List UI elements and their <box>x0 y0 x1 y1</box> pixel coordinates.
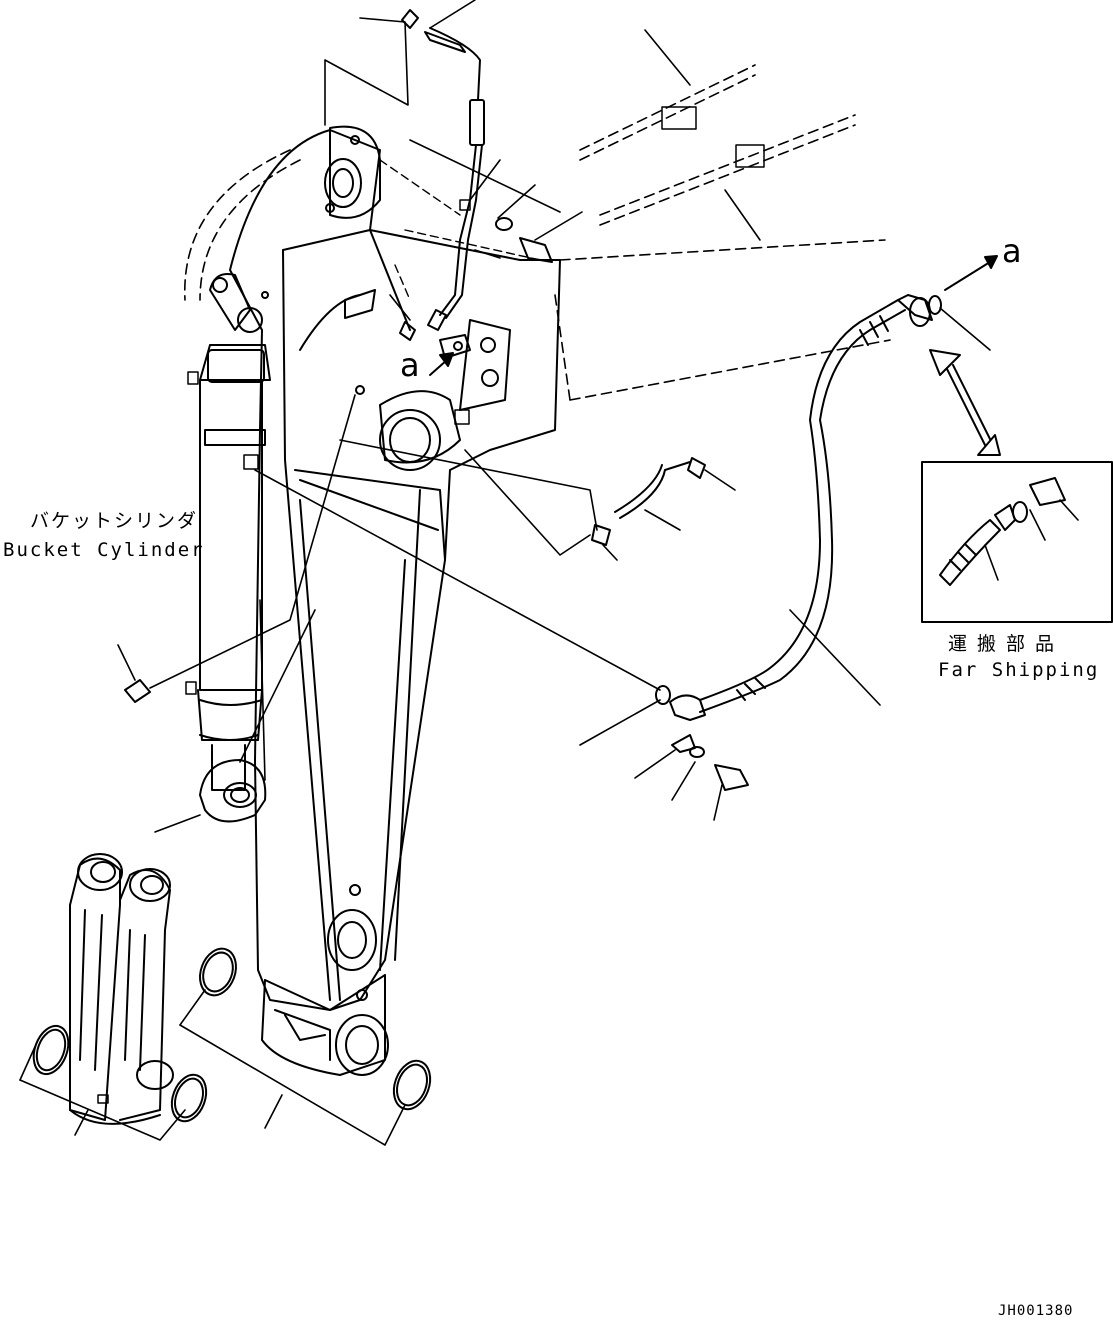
view-marker-left: a <box>400 346 420 384</box>
arm-side-boss <box>355 319 511 471</box>
leader-lines <box>117 0 1079 833</box>
for-shipping-label-jp: 運搬部品 <box>948 633 1065 655</box>
view-marker-right: a <box>1002 232 1022 270</box>
arm-body <box>229 129 561 1076</box>
bucket-cylinder <box>185 344 271 823</box>
arm-top-boss <box>209 125 381 333</box>
bucket-cylinder-label-en: Bucket Cylinder <box>3 539 205 561</box>
view-arrow-a-right <box>944 255 998 291</box>
boom-phantom <box>184 64 891 401</box>
main-hose <box>655 294 942 721</box>
bucket-links <box>69 853 174 1125</box>
grease-fittings-side <box>124 457 706 703</box>
for-shipping-label-en: Far Shipping <box>938 659 1100 681</box>
grease-fittings-top <box>299 9 485 351</box>
hose-hardware <box>495 217 749 791</box>
arm-phantom-edges <box>379 159 541 301</box>
arm-lower-bosses <box>327 884 389 1076</box>
shipping-detail-box <box>921 461 1113 623</box>
shipping-detail-parts <box>939 477 1066 586</box>
boom-clamp-upper <box>661 106 697 130</box>
bucket-cylinder-label-jp: バケットシリンダ <box>30 510 199 532</box>
shipping-double-arrow <box>929 349 1001 456</box>
boom-clamp-lower <box>735 144 765 168</box>
o-ring-brackets <box>19 989 406 1146</box>
drawing-code: JH001380 <box>998 1303 1074 1319</box>
view-arrow-a-left <box>429 334 471 376</box>
